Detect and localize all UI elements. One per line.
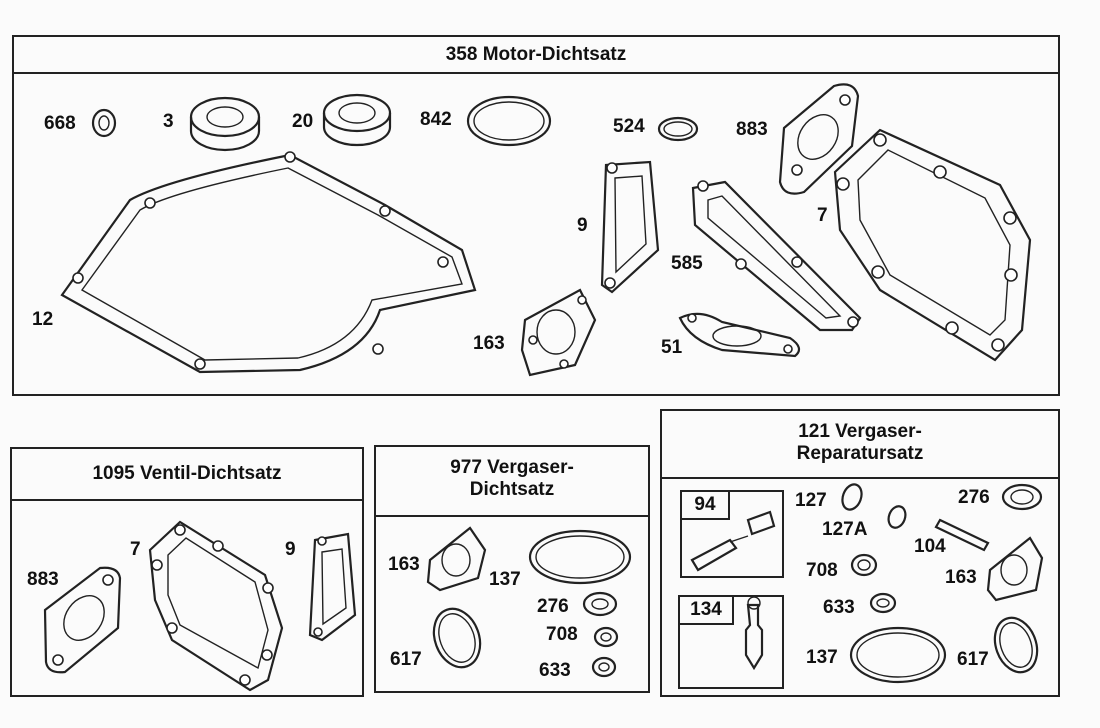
label-842: 842 <box>420 109 452 130</box>
repair-label-127: 127 <box>795 490 827 511</box>
inlet-needle-134-icon <box>744 596 764 671</box>
valve-label-883: 883 <box>27 569 59 590</box>
repair-label-127a: 127A <box>822 519 868 540</box>
motor-gasket-kit-title: 358 Motor-Dichtsatz <box>14 37 1058 74</box>
part-box-94: 94 <box>680 490 784 578</box>
gasket-9-icon <box>600 160 660 294</box>
label-585: 585 <box>671 253 703 274</box>
repair-label-104: 104 <box>914 536 946 557</box>
repair-label-276: 276 <box>958 487 990 508</box>
carburetor-gasket-kit-panel: 977 Vergaser- Dichtsatz <box>374 445 650 693</box>
label-9: 9 <box>577 215 588 236</box>
carb-label-617: 617 <box>390 649 422 670</box>
o-ring-617-icon <box>432 607 482 669</box>
repair-label-617: 617 <box>957 649 989 670</box>
washer-633-icon <box>591 656 617 678</box>
carb-label-137: 137 <box>489 569 521 590</box>
part-box-134-number: 134 <box>680 597 734 625</box>
label-20: 20 <box>292 111 314 132</box>
cylinder-head-gasket-7-icon <box>833 128 1032 362</box>
washer-668-icon <box>91 108 117 138</box>
o-ring-r137-icon <box>849 626 947 684</box>
washer-r633-icon <box>869 592 897 614</box>
repair-label-708: 708 <box>806 560 838 581</box>
valve-label-9: 9 <box>285 539 296 560</box>
label-163: 163 <box>473 333 505 354</box>
repair-label-137: 137 <box>806 647 838 668</box>
carb-gasket-r163-icon <box>986 536 1044 602</box>
carburetor-repair-kit-panel: 121 Vergaser- Reparatursatz <box>660 409 1060 697</box>
washer-708-icon <box>593 626 619 648</box>
valve-gasket-9-icon <box>308 532 357 642</box>
valve-gasket-kit-title: 1095 Ventil-Dichtsatz <box>12 449 362 501</box>
gasket-883-icon <box>778 83 860 195</box>
carb-label-708: 708 <box>546 624 578 645</box>
part-box-134: 134 <box>678 595 784 689</box>
repair-label-633: 633 <box>823 597 855 618</box>
carburetor-repair-kit-title: 121 Vergaser- Reparatursatz <box>662 411 1058 479</box>
carb-gasket-163-icon <box>426 526 487 592</box>
valve-gasket-883-icon <box>43 566 122 674</box>
needle-valve-94-icon <box>690 510 776 572</box>
valve-label-7: 7 <box>130 539 141 560</box>
o-ring-524-icon <box>657 116 699 142</box>
gasket-163-icon <box>520 288 597 377</box>
carb-label-633: 633 <box>539 660 571 681</box>
label-51: 51 <box>661 337 683 358</box>
valve-gasket-kit-panel: 1095 Ventil-Dichtsatz <box>10 447 364 697</box>
label-883: 883 <box>736 119 768 140</box>
o-ring-r617-icon <box>993 616 1039 674</box>
gasket-585-icon <box>691 180 862 332</box>
label-668: 668 <box>44 113 76 134</box>
part-box-94-number: 94 <box>682 492 730 520</box>
washer-r276-icon <box>1001 483 1043 511</box>
crankcase-gasket-12-icon <box>60 151 477 374</box>
washer-276-icon <box>582 591 618 617</box>
carb-label-276: 276 <box>537 596 569 617</box>
washer-r708-icon <box>850 553 878 577</box>
label-12: 12 <box>32 309 54 330</box>
plug-127a-icon <box>887 505 907 529</box>
label-7: 7 <box>817 205 828 226</box>
label-3: 3 <box>163 111 174 132</box>
oil-seal-3-icon <box>189 96 261 152</box>
o-ring-842-icon <box>466 95 552 147</box>
carb-label-163: 163 <box>388 554 420 575</box>
carburetor-gasket-kit-title: 977 Vergaser- Dichtsatz <box>376 447 648 517</box>
plug-127-icon <box>841 483 863 511</box>
repair-label-163: 163 <box>945 567 977 588</box>
oil-seal-20-icon <box>322 93 392 147</box>
gasket-51-icon <box>678 312 801 358</box>
pin-104-icon <box>934 518 990 552</box>
label-524: 524 <box>613 116 645 137</box>
motor-gasket-kit-panel: 358 Motor-Dichtsatz <box>12 35 1060 396</box>
valve-head-gasket-7-icon <box>148 520 284 692</box>
o-ring-137-icon <box>528 529 632 585</box>
